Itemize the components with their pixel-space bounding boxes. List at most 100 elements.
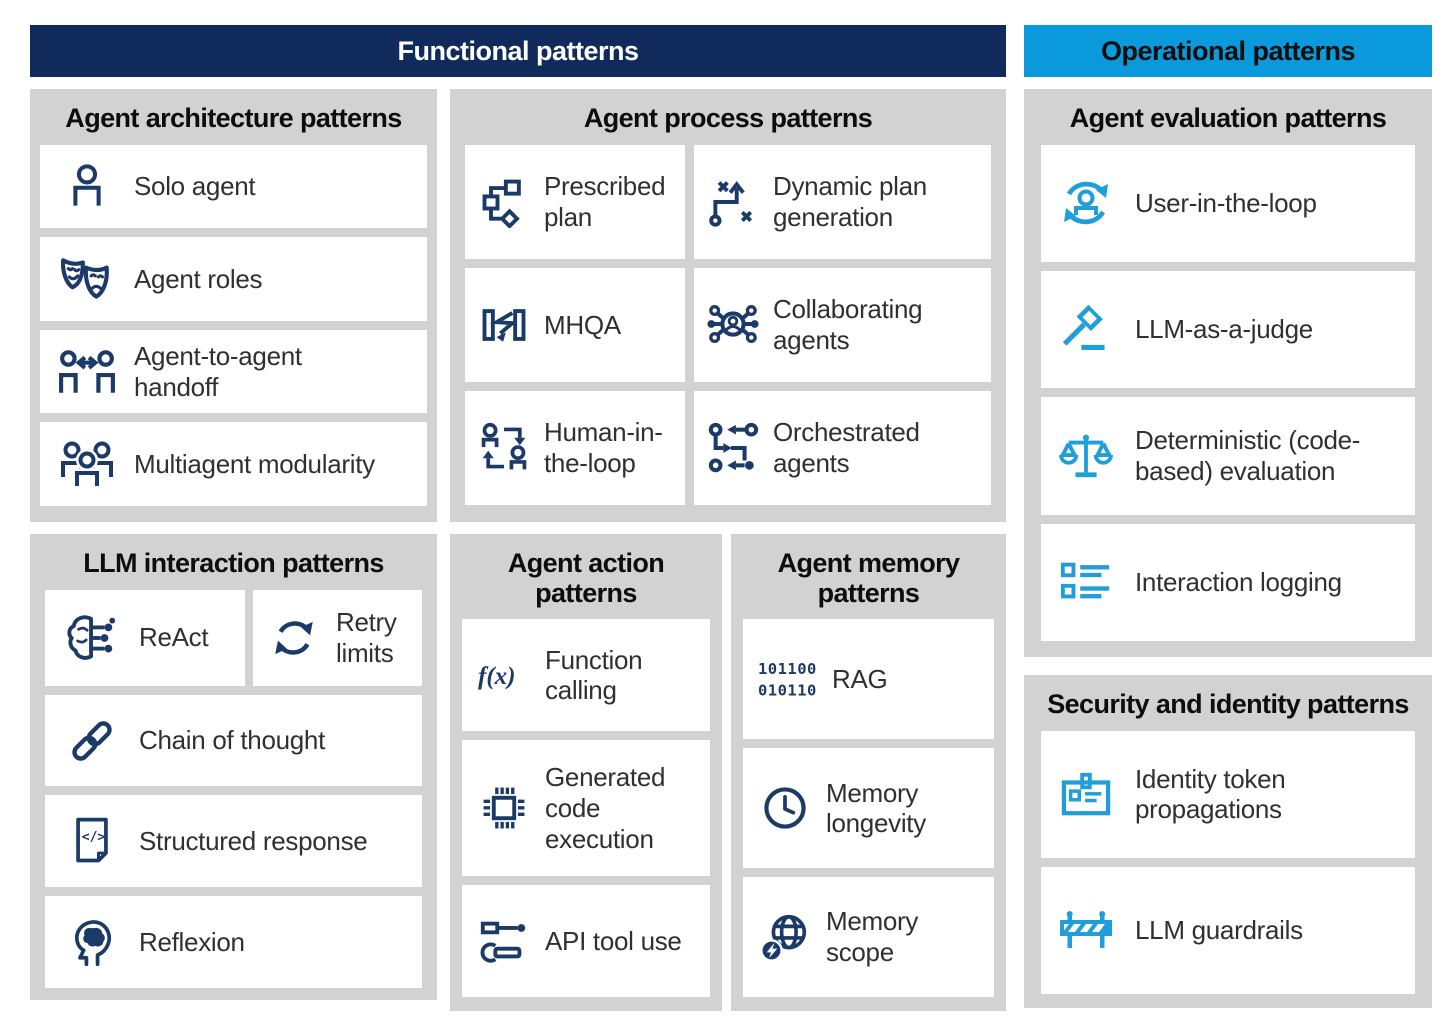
card-label: Collaborating agents — [773, 294, 923, 355]
card-label: LLM guardrails — [1135, 915, 1303, 946]
user-cycle-icon — [1057, 175, 1115, 231]
functional-patterns-header: Functional patterns — [30, 25, 1006, 77]
card-prescribed-plan: Prescribed plan — [465, 144, 685, 259]
fx-function-icon: f(x) — [476, 659, 532, 691]
agent-network-icon — [706, 298, 760, 352]
card-dynamic-plan: Dynamic plan generation — [694, 144, 991, 259]
card-reflexion: Reflexion — [45, 896, 422, 988]
theater-masks-icon — [58, 252, 116, 306]
api-wrench-icon — [476, 914, 532, 968]
card-rag: 101100 010110 RAG — [743, 619, 994, 740]
panel-title: Security and identity patterns — [1047, 689, 1409, 719]
card-label: API tool use — [545, 925, 682, 956]
card-label: User-in-the-loop — [1135, 188, 1317, 219]
person-icon — [58, 161, 116, 211]
human-loop-icon — [477, 422, 531, 474]
retry-arrows-icon — [265, 613, 323, 663]
agent-memory-panel: Agent memory patterns 101100 010110 RAG — [731, 534, 1006, 1011]
svg-text:101100: 101100 — [758, 660, 817, 678]
card-label: Memory longevity — [826, 777, 926, 839]
card-label: Reflexion — [139, 926, 245, 957]
card-retry-limits: Retry limits — [253, 589, 422, 686]
svg-text:</>: </> — [82, 830, 106, 845]
security-identity-panel: Security and identity patterns Identity … — [1024, 675, 1432, 1008]
chain-link-icon — [63, 714, 121, 768]
panel-title: Agent memory patterns — [777, 548, 960, 608]
operational-patterns-header: Operational patterns — [1024, 25, 1432, 77]
card-label: RAG — [832, 663, 888, 694]
card-llm-as-a-judge: LLM-as-a-judge — [1041, 271, 1415, 389]
mhqa-brackets-icon — [477, 299, 531, 351]
card-generated-code: Generated code execution — [462, 740, 710, 877]
card-label: Orchestrated agents — [773, 417, 920, 478]
card-identity-token: Identity token propagations — [1041, 730, 1415, 858]
card-react: ReAct — [45, 589, 245, 686]
card-label: Generated code execution — [545, 762, 666, 854]
globe-energy-icon — [757, 910, 813, 964]
card-api-tool-use: API tool use — [462, 885, 710, 998]
card-label: Function calling — [545, 644, 643, 706]
card-label: Prescribed plan — [544, 171, 666, 232]
panel-title: Agent process patterns — [583, 103, 873, 133]
card-agent-handoff: Agent-to-agent handoff — [40, 329, 427, 414]
card-user-in-the-loop: User-in-the-loop — [1041, 144, 1415, 263]
dynamic-path-icon — [706, 176, 760, 228]
card-human-in-the-loop: Human-in-the-loop — [465, 390, 685, 505]
card-label: Chain of thought — [139, 725, 326, 756]
processor-chip-icon — [476, 782, 532, 834]
code-document-icon: </> — [63, 815, 121, 867]
card-label: Interaction logging — [1135, 567, 1342, 597]
card-agent-roles: Agent roles — [40, 237, 427, 321]
binary-digits-icon: 101100 010110 — [757, 657, 819, 701]
card-label: Dynamic plan generation — [773, 171, 927, 232]
agent-process-panel: Agent process patterns Prescribed plan — [450, 89, 1006, 522]
panel-title: LLM interaction patterns — [83, 548, 384, 578]
svg-text:010110: 010110 — [758, 682, 817, 700]
brain-circuit-icon — [63, 611, 121, 665]
orchestration-icon — [706, 421, 760, 475]
balance-scales-icon — [1057, 430, 1115, 482]
panel-title: Agent evaluation patterns — [1069, 103, 1387, 133]
card-multiagent: Multiagent modularity — [40, 422, 427, 506]
barrier-icon — [1057, 906, 1115, 954]
id-badge-icon — [1057, 770, 1115, 818]
head-brain-icon — [63, 916, 121, 968]
card-label: Retry limits — [336, 607, 397, 668]
agent-evaluation-panel: Agent evaluation patterns — [1024, 89, 1432, 657]
card-structured-response: </> Structured response — [45, 795, 422, 888]
card-label: Agent-to-agent handoff — [134, 340, 302, 402]
llm-interaction-panel: LLM interaction patterns — [30, 534, 437, 1000]
card-label: Structured response — [139, 826, 368, 856]
card-collaborating-agents: Collaborating agents — [694, 267, 991, 382]
card-solo-agent: Solo agent — [40, 144, 427, 229]
flowchart-plan-icon — [477, 176, 531, 228]
agent-handoff-icon — [58, 349, 116, 395]
svg-text:f(x): f(x) — [478, 663, 515, 690]
card-label: Human-in-the-loop — [544, 417, 663, 478]
card-memory-longevity: Memory longevity — [743, 748, 994, 869]
card-label: Multiagent modularity — [134, 448, 375, 479]
card-deterministic-evaluation: Deterministic (code-based) evaluation — [1041, 397, 1415, 515]
multiagent-group-icon — [58, 440, 116, 488]
card-label: Identity token propagations — [1135, 763, 1286, 825]
agent-action-panel: Agent action patterns f(x) Function call… — [450, 534, 722, 1011]
card-label: Agent roles — [134, 263, 263, 294]
card-memory-scope: Memory scope — [743, 877, 994, 997]
card-mhqa: MHQA — [465, 267, 685, 382]
clock-icon — [757, 782, 813, 834]
log-list-icon — [1057, 560, 1115, 604]
card-interaction-logging: Interaction logging — [1041, 523, 1415, 641]
card-label: Memory scope — [826, 906, 919, 968]
panel-title: Agent architecture patterns — [65, 103, 402, 133]
card-label: Deterministic (code-based) evaluation — [1135, 425, 1361, 486]
card-orchestrated-agents: Orchestrated agents — [694, 390, 991, 505]
card-chain-of-thought: Chain of thought — [45, 694, 422, 787]
gavel-icon — [1057, 304, 1115, 356]
card-label: Solo agent — [134, 171, 256, 202]
card-function-calling: f(x) Function calling — [462, 619, 710, 732]
agent-architecture-panel: Agent architecture patterns Solo agent — [30, 89, 437, 522]
card-label: LLM-as-a-judge — [1135, 314, 1313, 345]
card-llm-guardrails: LLM guardrails — [1041, 866, 1415, 994]
card-label: ReAct — [139, 622, 209, 653]
